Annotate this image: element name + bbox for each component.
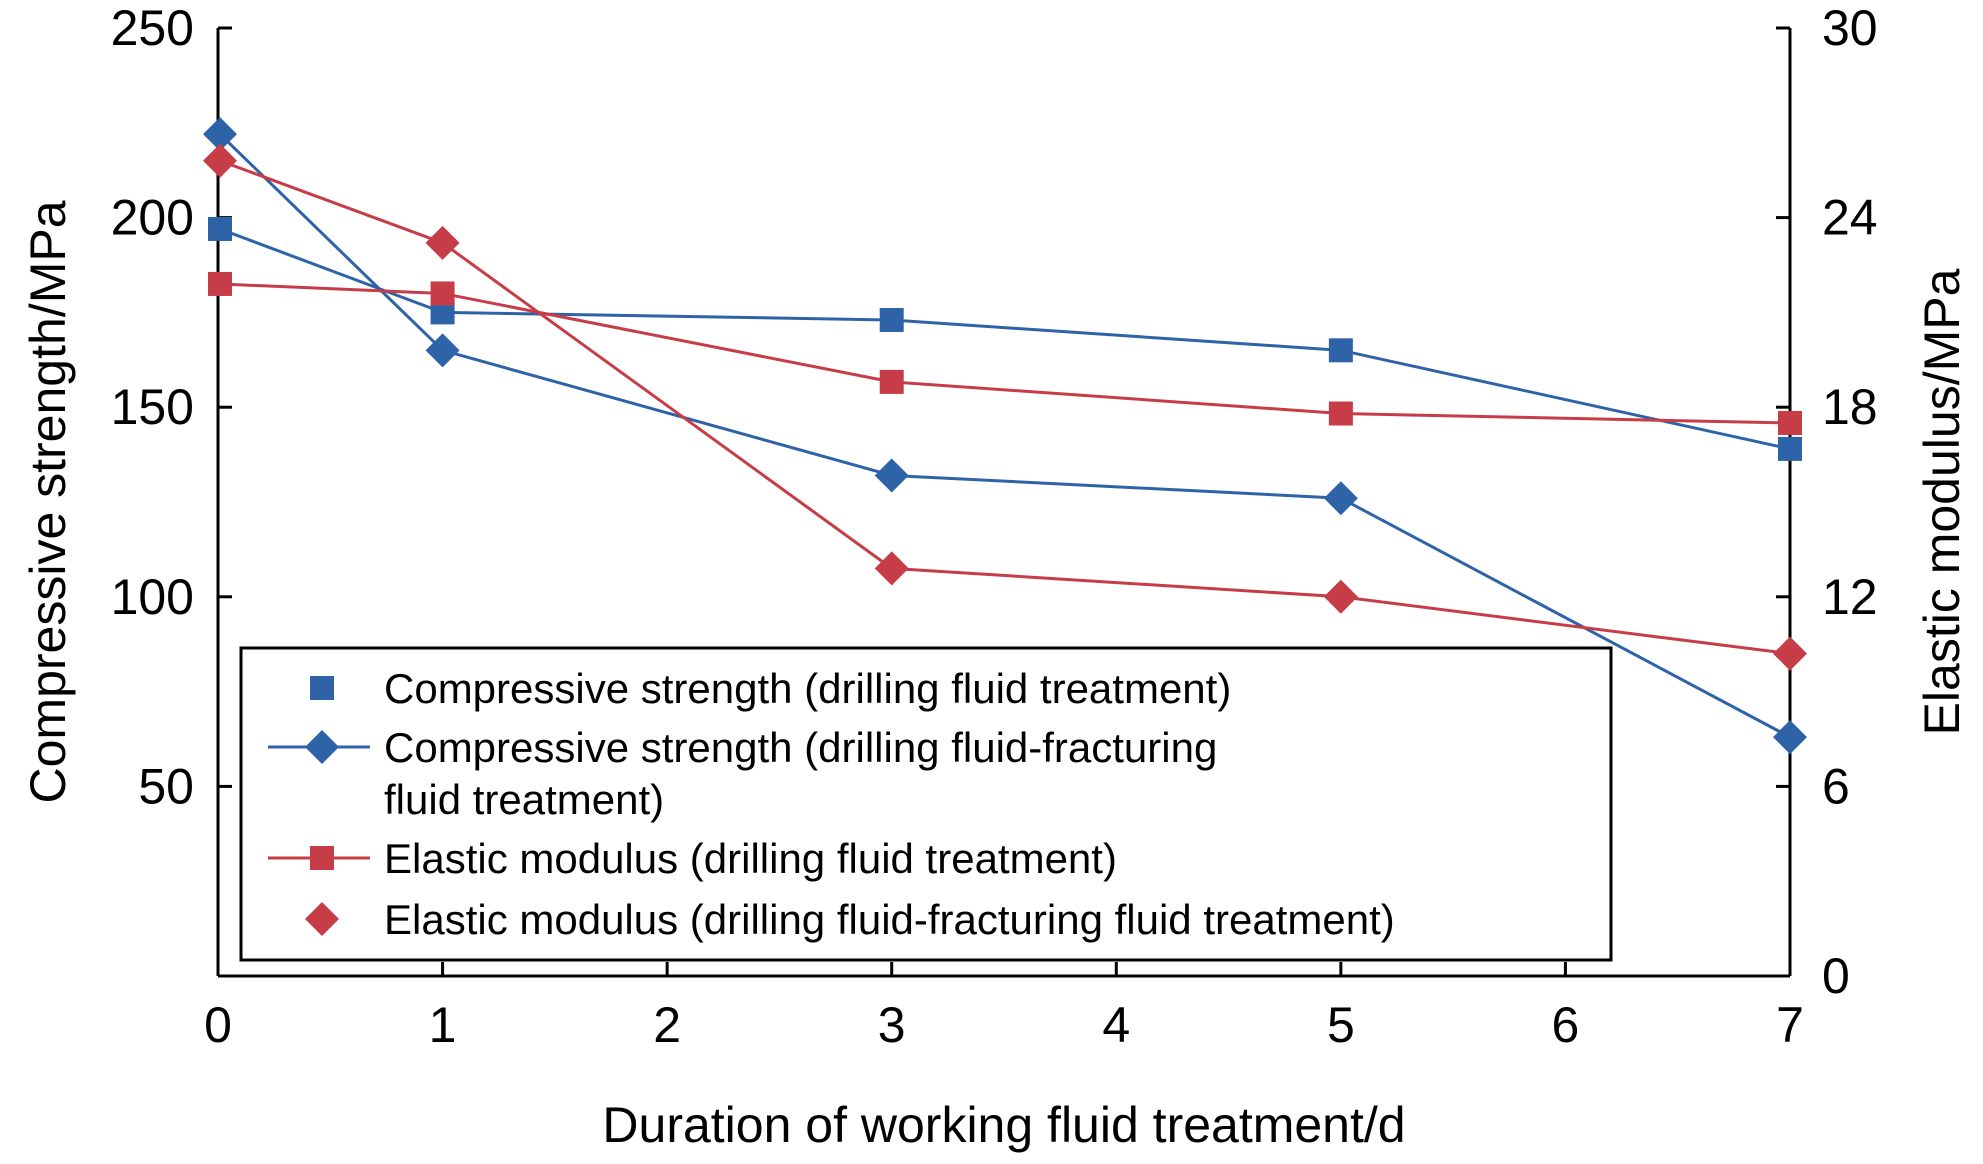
- y-right-tick-label: 6: [1822, 758, 1850, 814]
- legend-label: fluid treatment): [384, 776, 664, 823]
- legend-item: Compressive strength (drilling fluid tre…: [310, 665, 1231, 712]
- y-left-tick-label: 100: [111, 569, 194, 625]
- x-tick-label: 5: [1327, 997, 1355, 1053]
- y-right-tick-label: 12: [1822, 569, 1878, 625]
- data-point: [425, 225, 460, 260]
- data-point: [1773, 720, 1807, 755]
- data-point: [425, 333, 460, 368]
- data-point: [1328, 401, 1353, 426]
- legend-label: Compressive strength (drilling fluid tre…: [384, 665, 1231, 712]
- x-tick-label: 1: [429, 997, 457, 1053]
- legend-marker: [305, 902, 339, 936]
- y-right-tick-label: 0: [1822, 948, 1850, 1004]
- legend-item: Elastic modulus (drilling fluid treatmen…: [268, 835, 1117, 882]
- series-2: [203, 117, 1807, 755]
- data-point: [879, 307, 904, 332]
- series-4: [203, 143, 1807, 671]
- legend-label: Elastic modulus (drilling fluid-fracturi…: [384, 896, 1395, 943]
- legend-marker: [305, 730, 339, 764]
- y-left-tick-label: 250: [111, 0, 194, 56]
- legend-label: Compressive strength (drilling fluid-fra…: [384, 724, 1217, 771]
- x-tick-label: 2: [653, 997, 681, 1053]
- y-left-tick-label: 50: [138, 758, 194, 814]
- data-point: [203, 117, 237, 152]
- data-point: [1328, 338, 1353, 363]
- y-left-axis-title: Compressive strength/MPa: [20, 200, 76, 803]
- data-point: [430, 281, 455, 306]
- x-tick-label: 7: [1776, 997, 1804, 1053]
- y-left-tick-label: 200: [111, 190, 194, 246]
- x-tick-label: 0: [204, 997, 232, 1053]
- legend-label: Elastic modulus (drilling fluid treatmen…: [384, 835, 1117, 882]
- y-right-tick-label: 30: [1822, 0, 1878, 56]
- series-line: [219, 159, 1791, 656]
- y-right-tick-label: 24: [1822, 190, 1878, 246]
- legend-box: [239, 646, 1613, 962]
- data-point: [203, 143, 237, 178]
- series-3: [208, 271, 1802, 435]
- data-point: [1773, 636, 1807, 671]
- x-tick-label: 6: [1552, 997, 1580, 1053]
- data-point: [1778, 411, 1802, 435]
- legend: Compressive strength (drilling fluid tre…: [239, 646, 1613, 962]
- data-point: [874, 458, 909, 493]
- x-tick-label: 4: [1102, 997, 1130, 1053]
- legend-item: Compressive strength (drilling fluid-fra…: [268, 724, 1217, 823]
- y-right-tick-label: 18: [1822, 379, 1878, 435]
- x-tick-label: 3: [878, 997, 906, 1053]
- data-point: [1323, 579, 1358, 614]
- legend-item: Elastic modulus (drilling fluid-fracturi…: [305, 896, 1395, 943]
- data-point: [208, 271, 232, 296]
- data-point: [1323, 481, 1358, 516]
- data-point: [1778, 436, 1802, 461]
- legend-marker: [310, 676, 334, 700]
- x-axis-title: Duration of working fluid treatment/d: [602, 1097, 1405, 1153]
- y-right-axis-title: Elastic modulus/MPa: [1914, 268, 1970, 735]
- data-point: [879, 369, 904, 394]
- legend-marker: [310, 846, 334, 870]
- data-point: [874, 551, 909, 586]
- series-line: [219, 227, 1791, 451]
- data-point: [208, 216, 232, 241]
- y-left-tick-label: 150: [111, 379, 194, 435]
- series-layer: [203, 117, 1807, 755]
